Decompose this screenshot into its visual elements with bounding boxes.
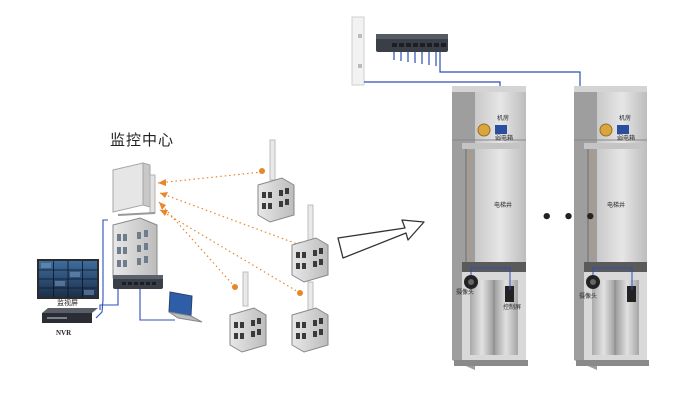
elevator-2-camera-label: 摄像头 <box>579 293 598 300</box>
remote-site-1 <box>257 139 295 223</box>
elevator-2-shaft-label: 电梯井 <box>607 202 626 209</box>
elevator-1-camera-label: 摄像头 <box>456 289 475 296</box>
big-arrow <box>337 219 425 259</box>
nvr-label: NVR <box>56 329 72 337</box>
elevator-2-machine-room-label: 机房 <box>619 115 632 122</box>
elevator-shaft-1 <box>452 86 528 370</box>
laptop <box>168 291 203 323</box>
pc-switch <box>113 275 163 289</box>
wireless-links <box>157 171 301 294</box>
diagram-title: 监控中心 <box>110 131 175 149</box>
elevator-1-panel-label: 控制屏 <box>503 304 522 311</box>
ellipsis-label: • • • <box>541 207 599 228</box>
remote-site-3 <box>229 271 267 353</box>
elevator-2-rack-label: 弱电箱 <box>617 135 636 142</box>
video-wall-monitor <box>37 259 99 299</box>
center-cables <box>95 219 175 321</box>
center-building <box>112 217 158 287</box>
elevator-1-machine-room-label: 机房 <box>497 115 510 122</box>
elevator-1-rack-label: 弱电箱 <box>495 135 514 142</box>
remote-site-4 <box>291 281 329 353</box>
monitor-label: 监视屏 <box>57 299 78 307</box>
elevator-1-shaft-label: 电梯井 <box>494 202 513 209</box>
wireless-arrowheads <box>158 179 168 216</box>
nvr-recorder <box>42 308 98 323</box>
remote-site-2 <box>291 204 329 283</box>
central-antenna <box>112 162 156 216</box>
core-switch <box>351 16 448 86</box>
elevator-shaft-2 <box>574 86 649 370</box>
